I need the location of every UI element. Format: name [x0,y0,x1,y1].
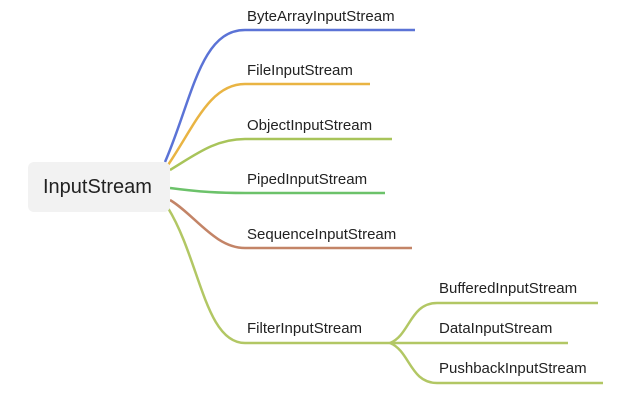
child-connector-buffered [389,301,598,345]
branch-connector-byte-array [163,28,415,163]
branch-connector-piped [169,186,385,195]
node-buffered-input-stream[interactable]: BufferedInputStream [439,280,578,297]
node-pushback-input-stream[interactable]: PushbackInputStream [439,360,587,377]
branch-connector-file [166,82,370,166]
branch-connector-sequence [169,198,412,250]
node-data-input-stream[interactable]: DataInputStream [439,320,553,337]
child-connector-pushback [389,341,603,385]
node-piped-input-stream[interactable]: PipedInputStream [247,171,368,188]
branch-connector-object [169,137,392,172]
node-object-input-stream[interactable]: ObjectInputStream [247,117,373,134]
node-sequence-input-stream[interactable]: SequenceInputStream [247,226,397,243]
node-file-input-stream[interactable]: FileInputStream [247,62,353,79]
node-byte-array-input-stream[interactable]: ByteArrayInputStream [247,8,395,25]
node-filter-input-stream[interactable]: FilterInputStream [247,320,363,337]
root-node[interactable] [28,162,170,212]
root-node-label: InputStream [43,176,152,198]
branch-connector-filter [166,207,392,345]
